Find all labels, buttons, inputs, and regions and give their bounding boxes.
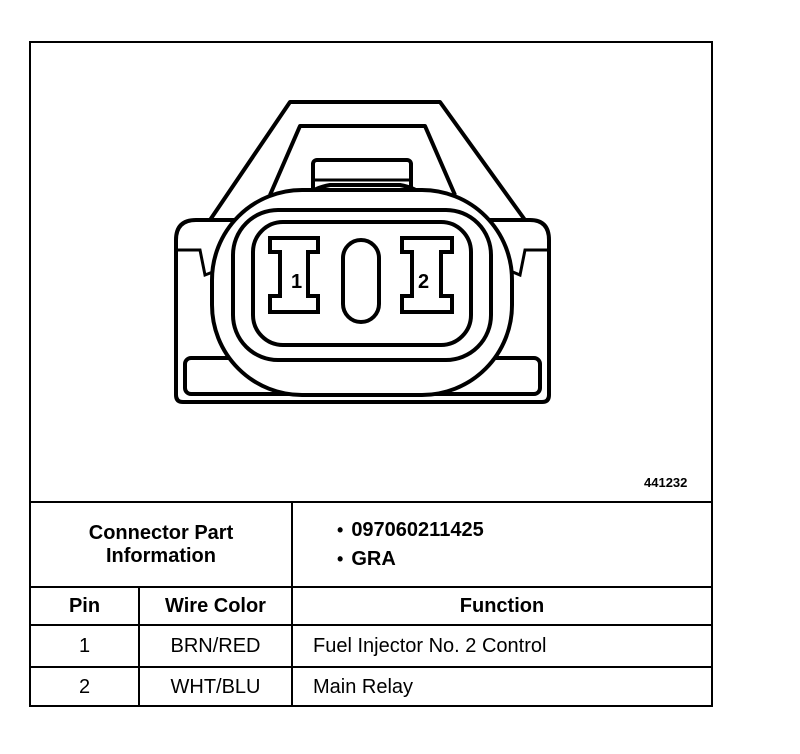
part-color: GRA — [351, 547, 396, 570]
header-function: Function — [459, 594, 545, 617]
diagram-frame — [29, 41, 713, 707]
connector-part-label: Connector Part Information — [31, 503, 291, 586]
row-1-pin: 1 — [78, 634, 91, 657]
connector-part-label-line1: Connector Part — [88, 521, 234, 544]
terminal-2 — [400, 236, 454, 314]
table-column-divider — [291, 501, 293, 707]
row-2-function: Main Relay — [313, 676, 414, 698]
table-divider — [29, 666, 713, 668]
row-1-function: Fuel Injector No. 2 Control — [313, 634, 547, 657]
table-divider — [29, 586, 713, 588]
part-number-line: • 097060211425 — [337, 519, 484, 542]
latch-inner-outline — [268, 124, 457, 196]
table-top-border — [29, 501, 713, 503]
bullet-icon: • — [337, 548, 344, 569]
part-color-line: • GRA — [337, 548, 396, 571]
header-pin: Pin — [68, 594, 101, 617]
row-2-wire-color: WHT/BLU — [170, 676, 261, 698]
bullet-icon: • — [337, 519, 344, 540]
table-column-divider — [138, 586, 140, 707]
header-wire-color: Wire Color — [165, 594, 266, 617]
part-number: 097060211425 — [351, 518, 484, 541]
connector-face-outer — [231, 208, 493, 362]
figure-number: 441232 — [644, 475, 688, 490]
connector-part-values: • 097060211425 • GRA — [293, 503, 711, 586]
table-divider — [29, 624, 713, 626]
center-key — [341, 238, 381, 324]
connector-face-inner — [251, 220, 473, 347]
pin-2-label: 2 — [418, 271, 429, 293]
connector-part-label-line2: Information — [106, 544, 216, 567]
connector-latch — [208, 100, 527, 222]
pin-1-label: 1 — [291, 271, 302, 293]
right-ear — [507, 248, 549, 278]
row-2-pin: 2 — [78, 676, 91, 698]
terminal-1 — [268, 236, 320, 314]
row-1-wire-color: BRN/RED — [170, 634, 261, 657]
